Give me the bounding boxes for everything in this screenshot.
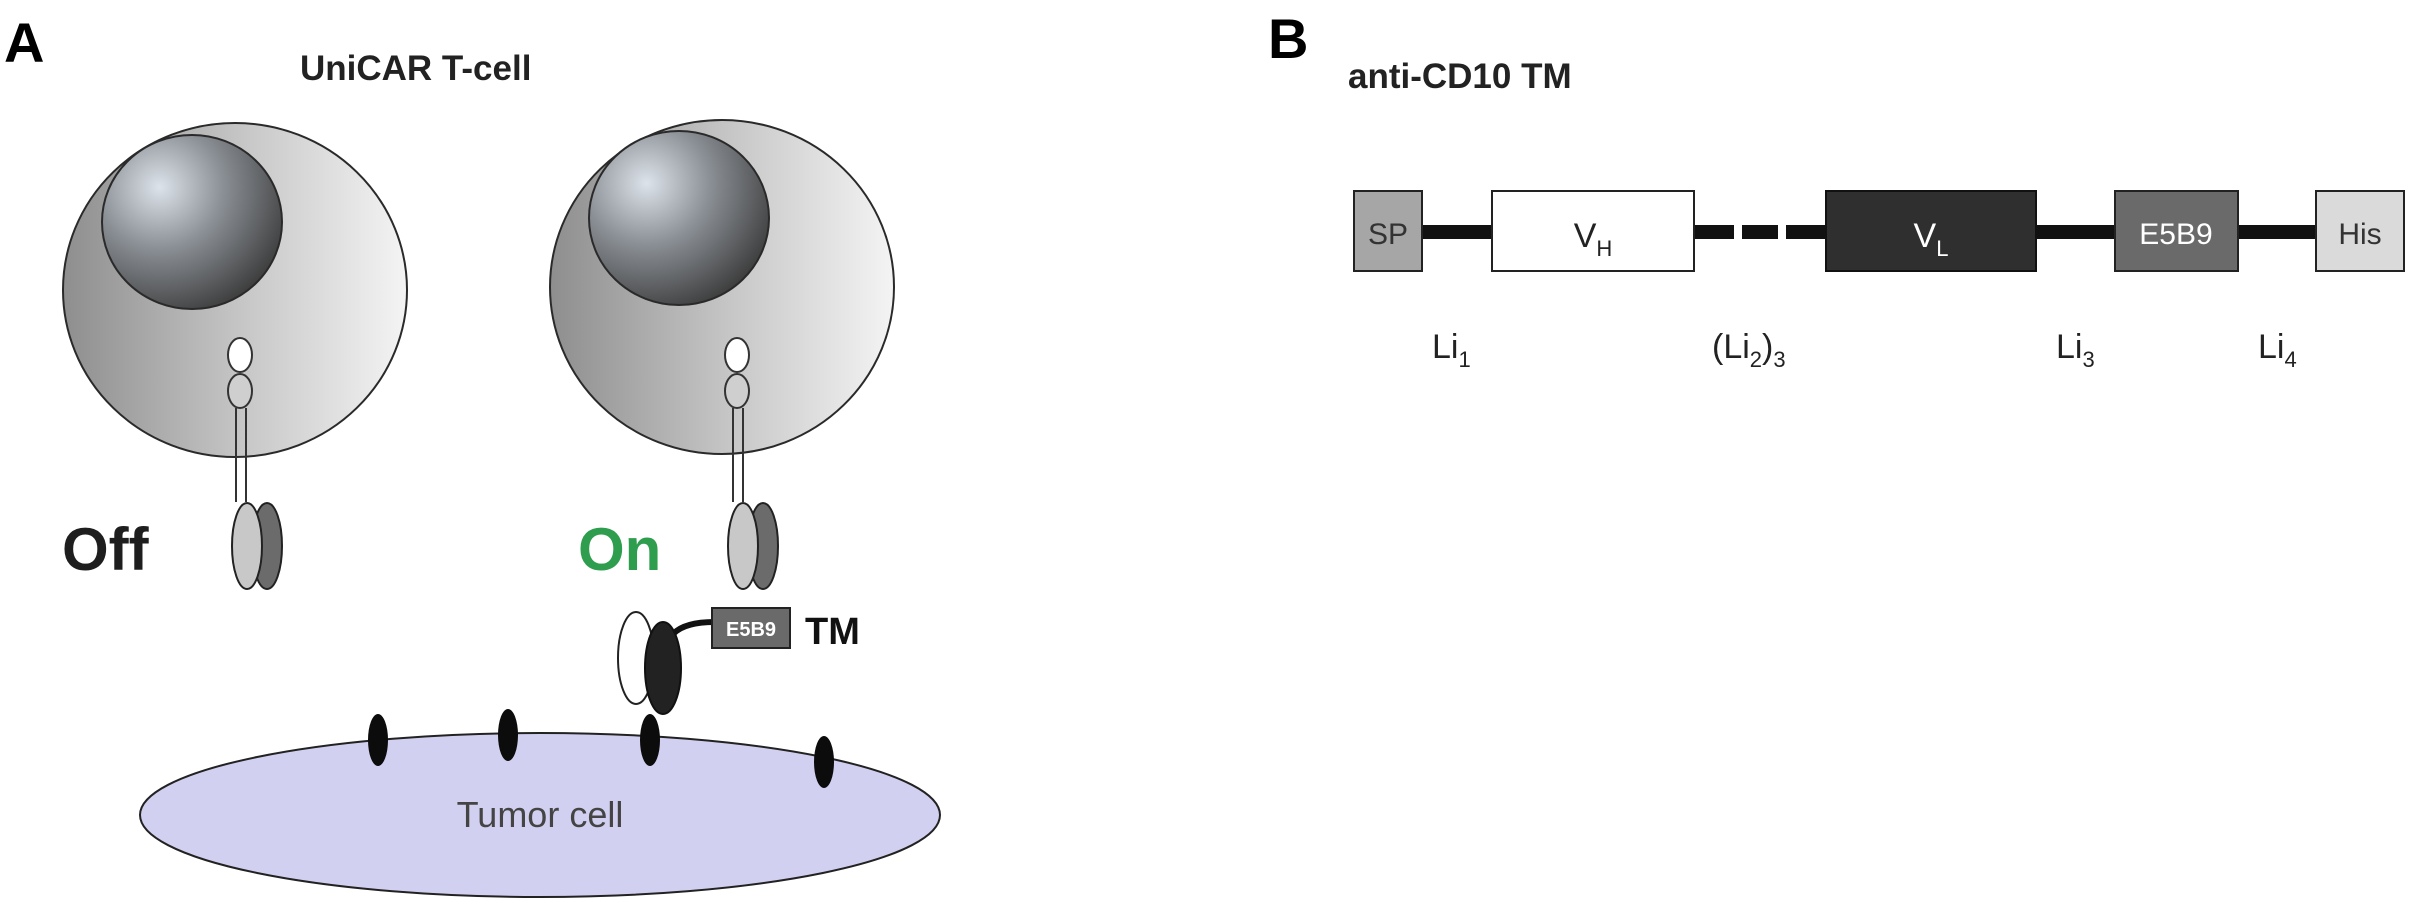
tumor-cell: Tumor cell [139, 709, 941, 898]
cd10-antigen [814, 736, 834, 788]
domain-vl-subscript: L [1936, 236, 1948, 261]
domain-e5b9: E5B9 [2114, 190, 2239, 272]
linker-li3-label: Li3 [2056, 328, 2095, 372]
linker-backbone [1422, 225, 2316, 239]
svg-text:VH: VH [1574, 217, 1613, 261]
t-cell-on [549, 119, 895, 455]
unicar-receptor-off [227, 337, 283, 590]
on-label: On [578, 516, 661, 583]
target-module: E5B9 TM [617, 607, 860, 715]
target-module-vl [644, 621, 682, 715]
domain-vh-label: V [1574, 217, 1597, 255]
domain-sp-label: SP [1368, 218, 1408, 251]
linker-li4-label: Li4 [2258, 328, 2297, 372]
panel-b: B anti-CD10 TM SP VH VL E5B9 [1268, 7, 2405, 372]
panel-a-title: UniCAR T-cell [300, 49, 531, 88]
panel-b-label: B [1268, 7, 1308, 70]
panel-a-label: A [4, 11, 44, 74]
t-cell-nucleus [588, 130, 770, 306]
domain-vh-subscript: H [1596, 236, 1612, 261]
cd10-antigen [640, 714, 660, 766]
domain-vl-label: V [1914, 217, 1937, 255]
tumor-cell-body [139, 732, 941, 898]
cd10-antigen [498, 709, 518, 761]
t-cell-off [62, 122, 408, 458]
domain-vh: VH [1491, 190, 1695, 272]
domain-vl: VL [1825, 190, 2037, 272]
svg-text:VL: VL [1914, 217, 1949, 261]
t-cell-nucleus [101, 134, 283, 310]
linker-li2-label: (Li2)3 [1712, 328, 1786, 372]
domain-his: His [2315, 190, 2405, 272]
unicar-receptor-on [724, 337, 779, 590]
off-label: Off [62, 516, 150, 583]
domain-sp: SP [1353, 190, 1423, 272]
e5b9-tag-label: E5B9 [726, 619, 776, 641]
cd10-antigen [368, 714, 388, 766]
panel-b-title: anti-CD10 TM [1348, 57, 1572, 96]
e5b9-tag [711, 607, 791, 649]
tumor-cell-label: Tumor cell [457, 794, 624, 835]
linker-li1-label: Li1 [1432, 328, 1471, 372]
panel-a: A UniCAR T-cell Off On [4, 11, 941, 898]
tm-label: TM [805, 611, 860, 653]
domain-e5b9-label: E5B9 [2139, 218, 2212, 251]
domain-his-label: His [2338, 218, 2381, 251]
